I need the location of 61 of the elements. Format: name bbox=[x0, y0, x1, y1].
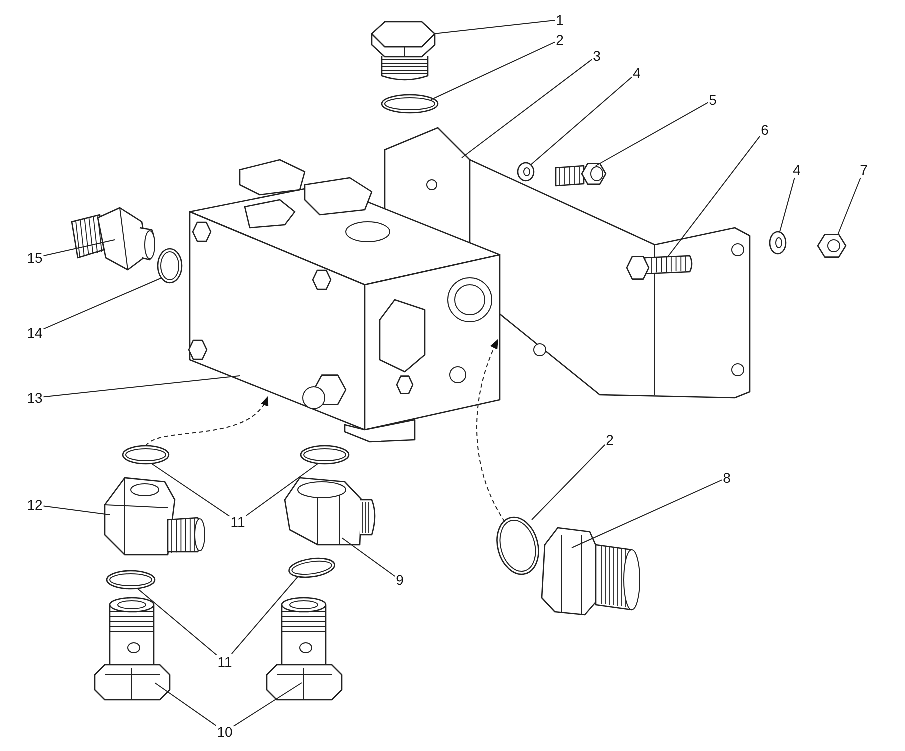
leader-line bbox=[43, 506, 110, 516]
callout-number: 5 bbox=[708, 92, 718, 108]
callout-number: 6 bbox=[760, 122, 770, 138]
callout-number: 8 bbox=[722, 470, 732, 486]
callout-number: 4 bbox=[792, 162, 802, 178]
callout-number: 2 bbox=[555, 32, 565, 48]
leader-line bbox=[138, 588, 218, 656]
leader-line bbox=[43, 278, 162, 330]
plug-drawing bbox=[541, 527, 640, 616]
leader-line bbox=[462, 59, 593, 158]
assembly-arrow bbox=[476, 339, 506, 522]
banjo-bolt-drawing bbox=[266, 597, 343, 701]
leader-line bbox=[231, 576, 298, 654]
leader-line bbox=[43, 240, 116, 256]
o-ring-drawing bbox=[381, 94, 439, 114]
callout-number: 11 bbox=[230, 514, 246, 530]
leader-line bbox=[572, 480, 723, 548]
banjo-bolt-drawing bbox=[94, 597, 171, 701]
callout-number: 4 bbox=[632, 65, 642, 81]
o-ring-drawing bbox=[122, 445, 170, 465]
elbow-fitting-drawing bbox=[104, 477, 206, 556]
o-ring-drawing bbox=[157, 248, 183, 284]
callout-number: 7 bbox=[859, 162, 869, 178]
leader-line bbox=[668, 136, 761, 258]
leader-line bbox=[596, 102, 709, 166]
nut-fitting-drawing bbox=[284, 477, 376, 546]
leader-line bbox=[246, 464, 318, 516]
leader-line bbox=[152, 464, 230, 517]
nut-drawing bbox=[817, 234, 847, 258]
assembly-arrow bbox=[146, 396, 268, 446]
leader-line bbox=[530, 76, 633, 166]
plug-drawing bbox=[371, 21, 436, 81]
leader-line bbox=[532, 444, 606, 520]
leader-line bbox=[43, 376, 240, 398]
leader-line bbox=[430, 42, 556, 100]
washer-drawing bbox=[517, 162, 535, 182]
callout-number: 15 bbox=[26, 250, 44, 266]
fitting-drawing bbox=[71, 207, 156, 271]
o-ring-drawing bbox=[496, 516, 540, 576]
leader-line bbox=[233, 682, 302, 727]
callout-number: 1 bbox=[555, 12, 565, 28]
callout-number: 14 bbox=[26, 325, 44, 341]
callout-number: 2 bbox=[605, 432, 615, 448]
leader-line bbox=[780, 178, 796, 232]
callout-number: 13 bbox=[26, 390, 44, 406]
valve-block-drawing bbox=[188, 159, 501, 443]
callout-number: 11 bbox=[216, 654, 234, 670]
leader-line bbox=[342, 538, 396, 577]
washer-drawing bbox=[769, 231, 787, 255]
leader-line bbox=[434, 20, 556, 34]
bolt-drawing bbox=[626, 255, 693, 280]
callout-number: 10 bbox=[216, 724, 234, 740]
callout-number: 3 bbox=[592, 48, 602, 64]
leader-line bbox=[838, 178, 862, 236]
callout-number: 9 bbox=[395, 572, 405, 588]
o-ring-drawing bbox=[288, 558, 336, 578]
o-ring-drawing bbox=[300, 445, 350, 465]
leader-line bbox=[154, 682, 217, 726]
o-ring-drawing bbox=[106, 570, 156, 590]
bolt-drawing bbox=[555, 162, 607, 187]
callout-number: 12 bbox=[26, 497, 44, 513]
